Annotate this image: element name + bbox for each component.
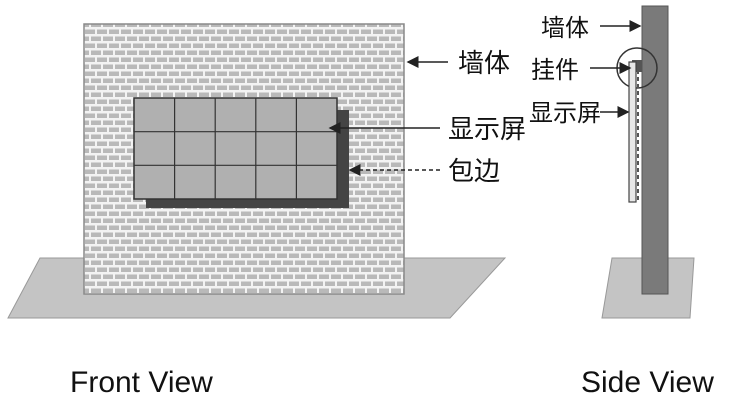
side-wall xyxy=(641,5,669,295)
side-view: 墙体 挂件 显示屏 Side View xyxy=(529,5,714,398)
front-view: 墙体 显示屏 包边 Front View xyxy=(7,23,526,398)
side-bracket xyxy=(632,60,642,72)
side-screen-label: 显示屏 xyxy=(529,99,601,127)
side-view-caption: Side View xyxy=(581,366,714,398)
front-screen-label: 显示屏 xyxy=(448,115,526,145)
front-edging-label: 包边 xyxy=(448,157,500,187)
front-view-caption: Front View xyxy=(70,366,213,398)
side-bracket-label: 挂件 xyxy=(531,56,579,84)
display-screen xyxy=(133,97,338,200)
front-wall-label: 墙体 xyxy=(458,49,510,79)
side-screen xyxy=(628,61,637,203)
screen-grid xyxy=(134,98,337,199)
side-wall-label: 墙体 xyxy=(541,14,589,42)
